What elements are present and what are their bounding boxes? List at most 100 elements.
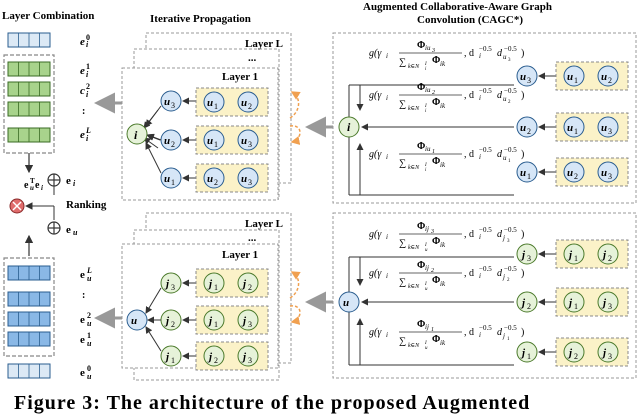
svg-text:2: 2 bbox=[527, 302, 531, 311]
svg-text:i: i bbox=[479, 331, 481, 339]
svg-text:3: 3 bbox=[248, 140, 252, 149]
svg-text:ik: ik bbox=[440, 241, 446, 249]
svg-text::: : bbox=[82, 106, 85, 117]
svg-text:e: e bbox=[80, 269, 85, 281]
svg-text:1: 1 bbox=[507, 337, 510, 342]
svg-text:−0.5: −0.5 bbox=[504, 87, 517, 95]
svg-text:1: 1 bbox=[574, 302, 578, 311]
svg-text:1: 1 bbox=[86, 62, 90, 71]
svg-text:∑: ∑ bbox=[399, 99, 406, 110]
svg-text:): ) bbox=[521, 48, 524, 59]
svg-text:2: 2 bbox=[87, 311, 91, 320]
svg-text:u: u bbox=[601, 167, 607, 179]
svg-text:j: j bbox=[502, 273, 505, 281]
svg-text:i: i bbox=[479, 153, 481, 161]
svg-text:3: 3 bbox=[508, 58, 511, 63]
stack-ellipsis-top: ... bbox=[248, 52, 257, 64]
svg-text:I: I bbox=[424, 62, 427, 67]
svg-text:1: 1 bbox=[527, 172, 531, 181]
svg-text:d: d bbox=[497, 327, 503, 338]
svg-text:u: u bbox=[567, 71, 573, 83]
svg-text:3: 3 bbox=[527, 76, 531, 85]
svg-text:g(γ: g(γ bbox=[369, 90, 382, 101]
svg-text:k∈N: k∈N bbox=[408, 64, 420, 70]
svg-text:ik: ik bbox=[440, 102, 446, 110]
svg-text:∑: ∑ bbox=[399, 277, 406, 288]
svg-text:iu: iu bbox=[425, 86, 431, 94]
svg-text:3: 3 bbox=[608, 172, 612, 181]
svg-text:−0.5: −0.5 bbox=[479, 265, 492, 273]
svg-text:j: j bbox=[520, 297, 526, 309]
svg-text:−0.5: −0.5 bbox=[504, 324, 517, 332]
svg-text:i: i bbox=[386, 52, 388, 60]
svg-text:d: d bbox=[497, 229, 503, 240]
svg-text:u: u bbox=[520, 71, 526, 83]
svg-text:3: 3 bbox=[431, 48, 435, 54]
svg-text:1: 1 bbox=[527, 352, 531, 361]
svg-text:∑: ∑ bbox=[399, 238, 406, 249]
svg-text:−0.5: −0.5 bbox=[479, 226, 492, 234]
svg-text:1: 1 bbox=[171, 356, 175, 365]
svg-text:i: i bbox=[425, 109, 427, 114]
svg-text:k∈N: k∈N bbox=[408, 106, 420, 112]
svg-text:u: u bbox=[503, 53, 507, 61]
svg-text:Φ: Φ bbox=[432, 236, 440, 247]
svg-text:u: u bbox=[567, 122, 573, 134]
svg-text:u: u bbox=[207, 135, 213, 147]
svg-text:i: i bbox=[86, 70, 89, 79]
svg-text:1: 1 bbox=[214, 283, 218, 292]
svg-text:u: u bbox=[343, 297, 349, 309]
svg-text:i: i bbox=[386, 153, 388, 161]
svg-text:∑: ∑ bbox=[399, 158, 406, 169]
stack-label-layer-1-bottom: Layer 1 bbox=[222, 249, 259, 261]
svg-text:u: u bbox=[73, 228, 78, 237]
svg-text:j: j bbox=[164, 278, 170, 290]
svg-text:−0.5: −0.5 bbox=[479, 87, 492, 95]
svg-text::: : bbox=[82, 290, 85, 301]
svg-text:−0.5: −0.5 bbox=[479, 45, 492, 53]
svg-text:1: 1 bbox=[432, 149, 435, 155]
svg-text:3: 3 bbox=[171, 283, 175, 292]
stack-label-layer-1-top: Layer 1 bbox=[222, 71, 259, 83]
iterative-propagation-header: Iterative Propagation bbox=[150, 13, 251, 25]
svg-text:u: u bbox=[207, 173, 213, 185]
svg-text:u: u bbox=[567, 167, 573, 179]
svg-text:i: i bbox=[425, 67, 427, 72]
svg-text:e: e bbox=[80, 65, 85, 77]
svg-text:): ) bbox=[521, 229, 524, 240]
svg-text:−0.5: −0.5 bbox=[504, 146, 517, 154]
svg-text:2: 2 bbox=[86, 82, 90, 91]
svg-text:1: 1 bbox=[574, 254, 578, 263]
svg-text:I: I bbox=[424, 341, 427, 346]
svg-text:2: 2 bbox=[431, 268, 434, 274]
svg-text:I: I bbox=[424, 282, 427, 287]
svg-text:g(γ: g(γ bbox=[369, 48, 382, 59]
svg-text:e: e bbox=[80, 36, 85, 48]
stack-ellipsis-bottom: ... bbox=[248, 232, 257, 244]
svg-text:ik: ik bbox=[440, 161, 446, 169]
svg-text:1: 1 bbox=[508, 159, 511, 164]
svg-text:j: j bbox=[567, 297, 573, 309]
svg-text:iu: iu bbox=[425, 44, 431, 52]
svg-text:Φ: Φ bbox=[432, 55, 440, 66]
svg-text:j: j bbox=[207, 351, 213, 363]
svg-text:u: u bbox=[503, 154, 507, 162]
svg-text:j: j bbox=[601, 347, 607, 359]
svg-text:j: j bbox=[520, 249, 526, 261]
svg-text:i: i bbox=[347, 120, 351, 134]
svg-text:Φ: Φ bbox=[417, 221, 425, 232]
svg-text:Φ: Φ bbox=[417, 141, 425, 152]
svg-text:iu: iu bbox=[425, 145, 431, 153]
svg-text:3: 3 bbox=[248, 356, 252, 365]
svg-text:g(γ: g(γ bbox=[369, 327, 382, 338]
ranking-label: Ranking bbox=[66, 199, 107, 211]
svg-text:3: 3 bbox=[248, 320, 252, 329]
svg-text:3: 3 bbox=[608, 127, 612, 136]
svg-text:j: j bbox=[241, 315, 247, 327]
svg-text:e: e bbox=[24, 180, 29, 191]
cagc-header-line2: Convolution (CAGC*) bbox=[417, 14, 524, 26]
svg-text:k∈N: k∈N bbox=[408, 245, 420, 251]
stack-label-layer-l-bottom: Layer L bbox=[245, 218, 283, 230]
svg-text:3: 3 bbox=[430, 229, 434, 235]
